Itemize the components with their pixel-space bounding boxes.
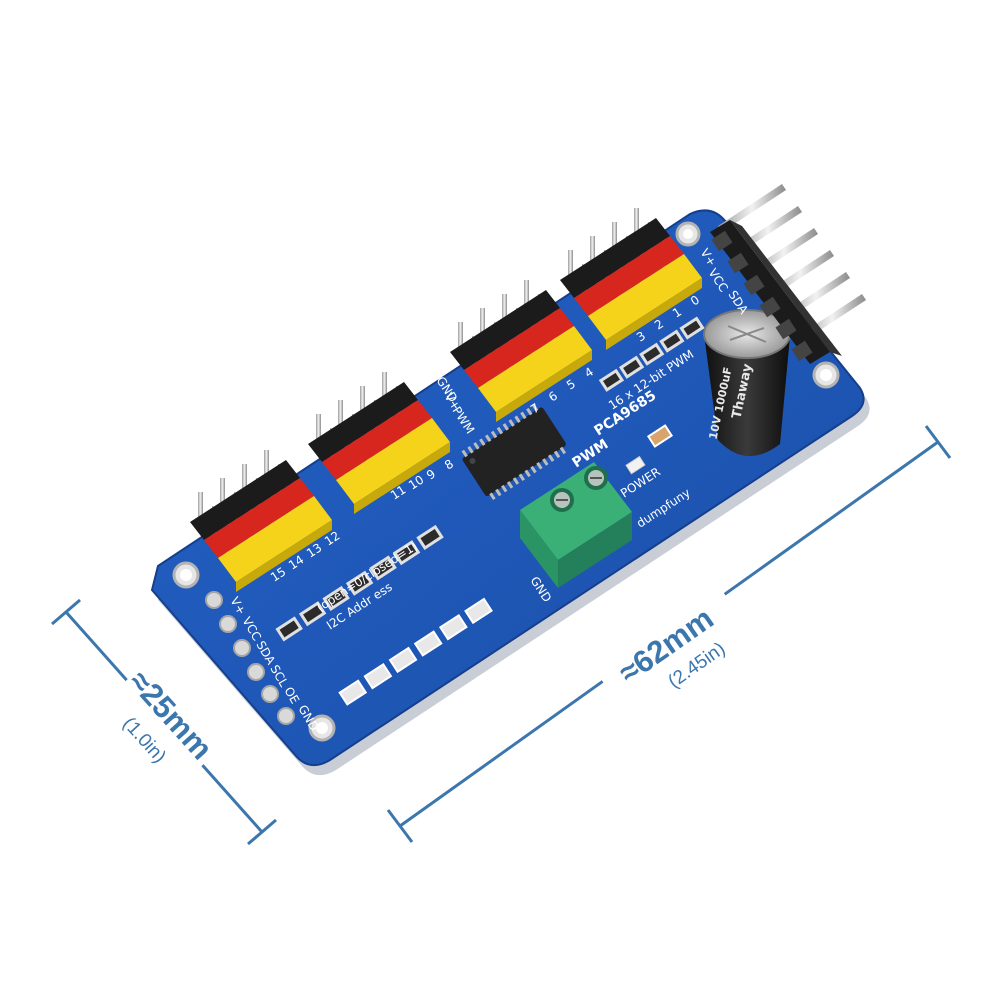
right-angle-header	[710, 184, 866, 364]
pca9685-chip	[461, 404, 567, 501]
power-screw-terminal	[520, 462, 632, 588]
width-dimension-tick-bottom	[247, 818, 277, 846]
length-dimension-tick-right	[924, 425, 952, 459]
smd-capacitor	[625, 455, 646, 475]
electrolytic-capacitor: Thaway 10V 1000uF	[703, 309, 791, 457]
servo-header-group-4	[560, 208, 702, 350]
resistor-array-right	[598, 316, 705, 392]
channel-number: 10	[406, 472, 426, 492]
pcb-board: V+ VCC SDA SCL OE GND	[150, 209, 870, 776]
resistor-array-addr	[275, 524, 493, 706]
mounting-holes	[172, 221, 840, 742]
servo-header-group-3	[450, 280, 592, 422]
length-dimension-tick-left	[386, 809, 414, 843]
length-dimension: ≈62mm (2.45in)	[386, 425, 952, 843]
channel-number: 15	[268, 564, 288, 584]
channel-number: 11	[388, 482, 408, 502]
width-dimension: ≈25mm (1.0in)	[51, 598, 277, 846]
width-dimension-tick-top	[51, 598, 81, 626]
channel-number: 14	[286, 552, 306, 572]
channel-number: 12	[322, 528, 342, 548]
left-edge-pads	[205, 591, 295, 725]
channel-number: 13	[304, 540, 324, 560]
power-led	[646, 424, 674, 448]
servo-header-group-2	[308, 372, 450, 514]
servo-header-group-1	[190, 450, 332, 592]
